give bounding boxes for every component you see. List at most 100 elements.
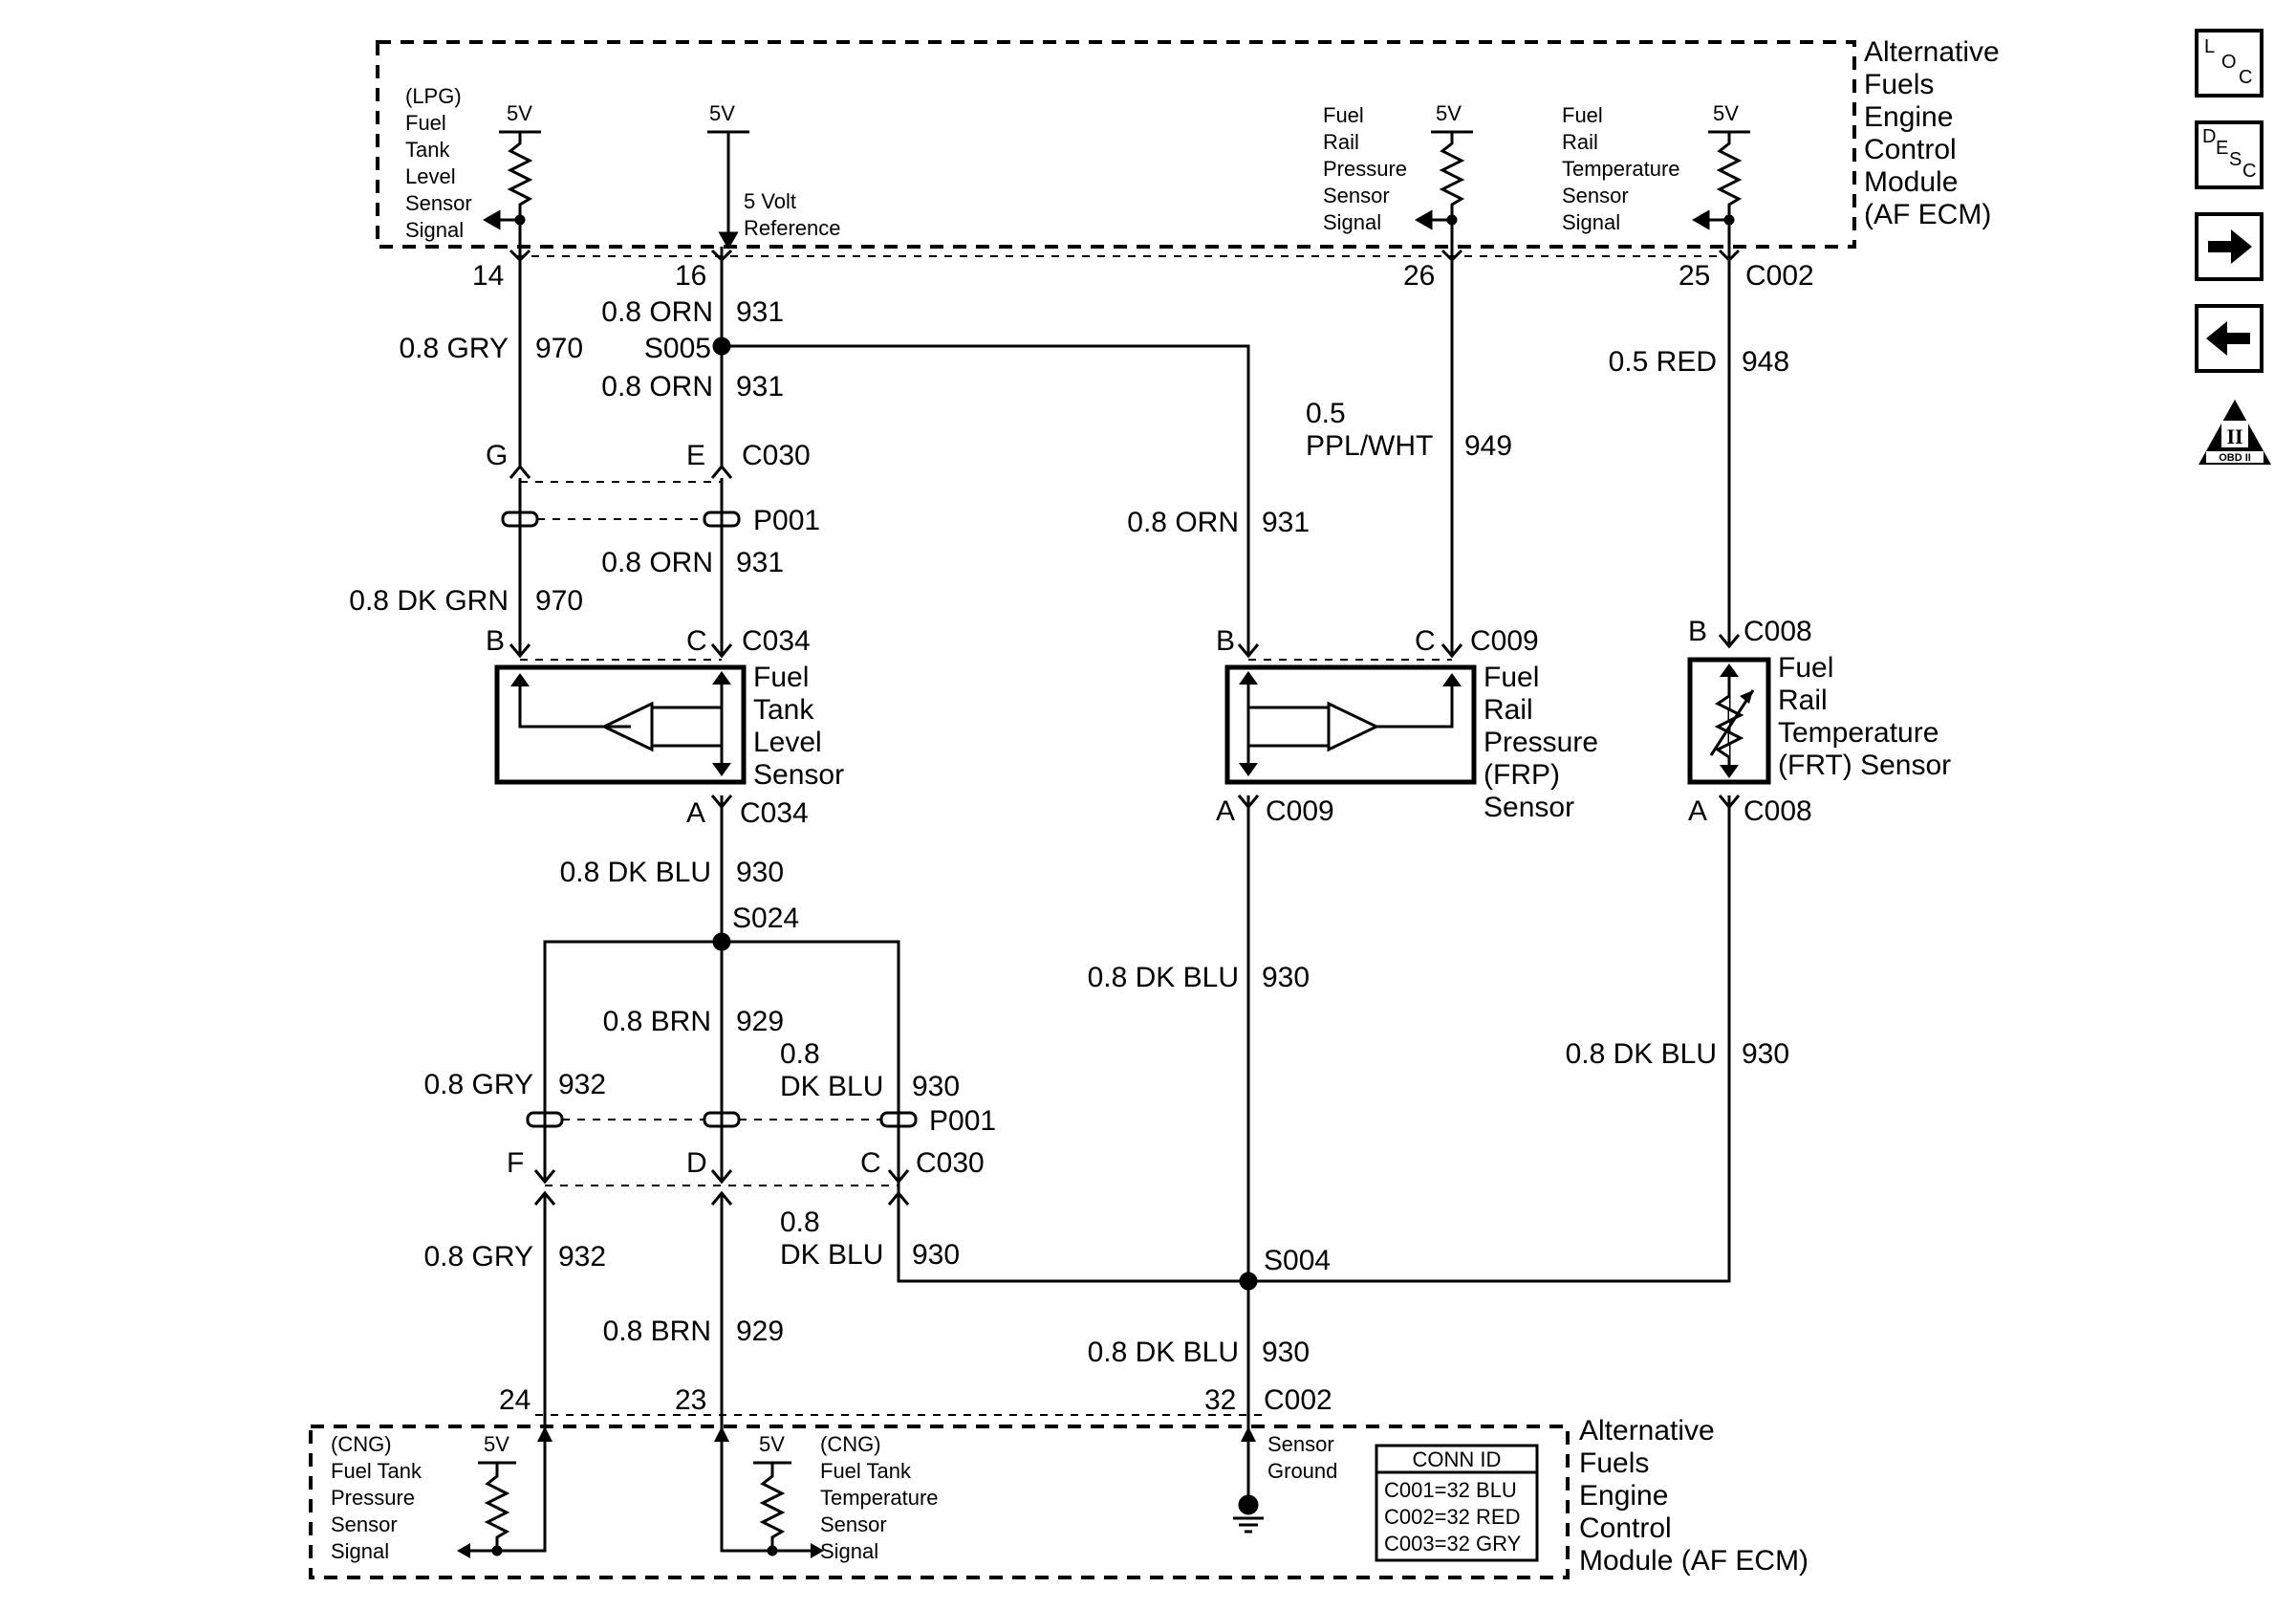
next-arrow-icon[interactable] [2195,212,2264,281]
svg-text:Module: Module [1864,166,1958,198]
splice-s024-label: S024 [732,903,799,934]
connector-c002-bottom: C002 [1264,1384,1332,1416]
desc-letter: D [2202,126,2217,147]
pin-32: 32 [1204,1384,1236,1416]
svg-text:Fuels: Fuels [1864,69,1934,100]
wire-gauge-930c-line2: DK BLU [780,1239,883,1271]
connector-c002-top: C002 [1745,260,1814,292]
connector-c008-bottom: C008 [1744,795,1812,827]
wire-circuit-930d: 930 [1262,1337,1310,1368]
svg-text:Pressure: Pressure [331,1486,415,1510]
svg-text:Signal: Signal [820,1539,878,1563]
frp-signal-label: Fuel Rail Pressure Sensor Signal [1323,103,1407,234]
nav-icon-column: L O C D E S C II OBD II [2195,29,2271,468]
wire-gauge-932b: 0.8 GRY [423,1241,533,1273]
svg-text:Temperature: Temperature [1562,157,1680,181]
svg-text:Level: Level [405,164,456,188]
wire-gauge-930d: 0.8 DK BLU [1088,1337,1239,1368]
wire-gauge-948: 0.5 RED [1609,346,1717,378]
pin-b-c034: B [486,625,505,657]
pin-c-c034: C [686,625,707,657]
pin-16: 16 [675,260,706,292]
svg-text:Level: Level [753,727,822,758]
svg-text:Sensor: Sensor [1562,184,1629,207]
svg-text:Rail: Rail [1323,130,1359,154]
wire-circuit-929a: 929 [736,1006,784,1037]
wire-circuit-930-frt: 930 [1742,1038,1789,1070]
svg-text:Fuel: Fuel [1778,652,1833,684]
svg-text:Control: Control [1579,1512,1672,1544]
wire-circuit-932a: 932 [558,1069,606,1100]
five-volt-reference-line [707,130,749,250]
af-ecm-top-box [376,40,1856,249]
frt-sensor-box [1687,657,1771,785]
wire-circuit-930b: 930 [912,1071,960,1102]
svg-text:Sensor: Sensor [753,759,844,791]
fuel-tank-level-sensor-label: Fuel Tank Level Sensor [753,662,844,791]
pin-f: F [507,1147,524,1179]
wire-gauge-931b: 0.8 ORN [601,371,713,402]
wire-circuit-932b: 932 [558,1241,606,1273]
wire-gauge-929a: 0.8 BRN [603,1006,711,1037]
af-ecm-top-title: Alternative Fuels Engine Control Module … [1864,36,2000,230]
svg-text:(FRP): (FRP) [1484,759,1560,791]
loc-letter: C [2239,67,2253,88]
pin-a-c034: A [686,797,705,829]
connector-c030-top: C030 [742,440,811,471]
pin-b-c008: B [1688,616,1707,647]
cng-temp-pullup-resistor [753,1461,791,1556]
pin-24: 24 [499,1384,531,1416]
desc-letter: C [2242,161,2257,182]
previous-arrow-icon[interactable] [2195,304,2264,373]
wire-circuit-970-dkgrn: 970 [535,585,583,617]
svg-text:Fuel Tank: Fuel Tank [331,1459,422,1483]
svg-text:Fuel: Fuel [1562,103,1603,127]
lpg-pullup-resistor [482,130,541,247]
frt-signal-label: Fuel Rail Temperature Sensor Signal [1562,103,1680,234]
frt-pullup-resistor [1691,130,1750,247]
svg-text:(LPG): (LPG) [405,84,462,108]
svg-text:Fuel: Fuel [405,111,446,135]
svg-text:Control: Control [1864,134,1957,165]
pin-c-c009: C [1415,625,1436,657]
svg-text:Fuel: Fuel [1323,103,1364,127]
connector-c030-bottom: C030 [916,1147,985,1179]
location-icon[interactable]: L O C [2195,29,2264,98]
obd-ii-label: OBD II [2219,452,2251,464]
frp-sensor-label: Fuel Rail Pressure (FRP) Sensor [1484,662,1598,823]
svg-text:(FRT) Sensor: (FRT) Sensor [1778,750,1951,781]
five-v-label: 5V [709,101,735,125]
fuel-tank-level-sensor-box [494,664,747,785]
cng-pressure-pullup-resistor [478,1461,516,1556]
pin-a-c009: A [1216,795,1235,827]
pin-d: D [686,1147,707,1179]
wire-circuit-931a: 931 [736,296,784,328]
description-icon[interactable]: D E S C [2195,120,2264,189]
svg-text:Sensor: Sensor [1484,792,1574,823]
svg-text:CONN ID: CONN ID [1413,1447,1502,1471]
pin-26: 26 [1403,260,1435,292]
p001-terminal-e [703,511,741,528]
svg-text:(CNG): (CNG) [820,1432,881,1456]
svg-text:(CNG): (CNG) [331,1432,392,1456]
svg-text:Alternative: Alternative [1579,1415,1715,1447]
svg-text:Sensor: Sensor [331,1512,398,1536]
wire-circuit-931c: 931 [736,547,784,578]
cng-pressure-signal-label: (CNG) Fuel Tank Pressure Sensor Signal [331,1432,422,1563]
lpg-signal-label: (LPG) Fuel Tank Level Sensor Signal [405,84,472,242]
wire-gauge-949-line1: 0.5 [1306,398,1346,429]
wire-circuit-931-frp: 931 [1262,507,1310,538]
svg-text:Signal: Signal [331,1539,389,1563]
svg-text:Fuel: Fuel [753,662,809,693]
frt-sensor-label: Fuel Rail Temperature (FRT) Sensor [1778,652,1951,781]
wire-gauge-932a: 0.8 GRY [423,1069,533,1100]
pin-e: E [686,440,705,471]
wire-circuit-948: 948 [1742,346,1789,378]
connector-p001-bottom: P001 [929,1105,996,1137]
wire-gauge-929b: 0.8 BRN [603,1316,711,1347]
obd-ii-icon[interactable]: II OBD II [2195,396,2275,468]
five-v-label: 5V [1436,101,1462,125]
svg-text:Signal: Signal [1562,210,1620,234]
svg-text:Engine: Engine [1579,1480,1668,1512]
